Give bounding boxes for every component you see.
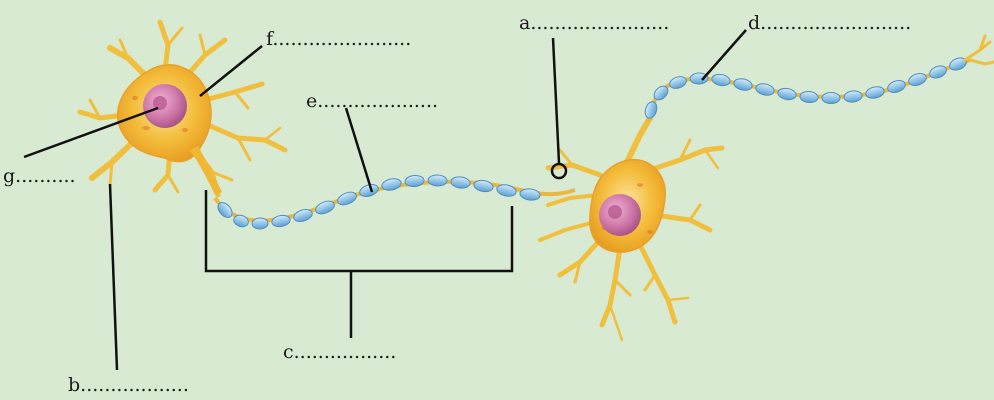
myelin-segment	[755, 82, 776, 97]
myelin-segment	[450, 176, 470, 189]
myelin-segment	[519, 188, 540, 201]
myelin-segment	[843, 90, 863, 103]
right-nucleolus	[608, 205, 622, 219]
myelin-segment	[336, 190, 358, 208]
axon-terminals	[965, 36, 994, 64]
label-f: f.......................	[266, 30, 411, 49]
myelin-segment	[865, 85, 886, 100]
myelin-segment	[428, 175, 447, 187]
leader-line-a	[553, 38, 559, 163]
myelin-segment	[733, 77, 754, 92]
myelin-segment	[252, 218, 269, 230]
myelin-segment	[777, 87, 797, 101]
right-myelin-sheath-segments	[643, 56, 968, 120]
label-c: c.................	[283, 343, 396, 362]
myelin-segment	[643, 100, 658, 119]
label-b: b..................	[68, 376, 189, 395]
myelin-segment	[405, 175, 425, 188]
myelin-segment	[799, 91, 818, 104]
label-e: e....................	[306, 92, 438, 111]
myelin-segment	[473, 179, 494, 193]
label-g: g..........	[3, 167, 76, 186]
label-d: d.........................	[748, 14, 911, 33]
myelin-segment	[711, 73, 731, 87]
myelin-segment	[822, 93, 840, 104]
leader-line-b	[110, 184, 117, 370]
left-axon-hillock	[190, 146, 222, 195]
leader-line-e	[346, 108, 372, 192]
myelin-segment	[886, 78, 907, 94]
leader-line-d	[702, 30, 746, 80]
label-a: a.......................	[519, 14, 669, 33]
bracket-c	[206, 190, 512, 271]
myelin-segment	[907, 71, 928, 87]
myelin-segment	[668, 74, 688, 90]
myelin-segment	[928, 64, 948, 81]
